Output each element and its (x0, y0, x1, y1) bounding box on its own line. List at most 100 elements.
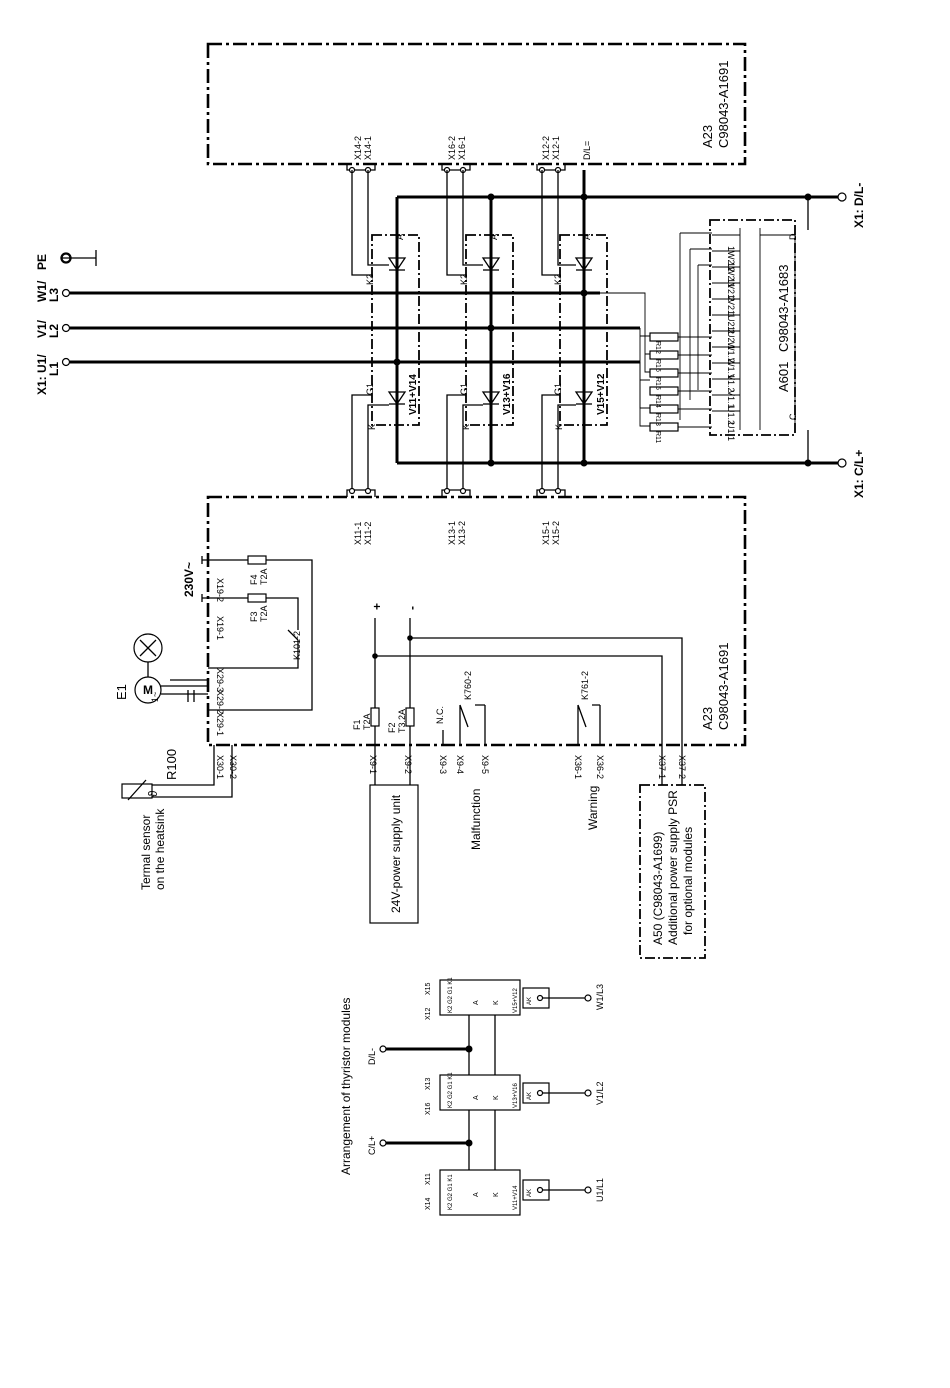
svg-text:U1.2: U1.2 (726, 406, 736, 425)
arrangement-title: Arrangement of thyristor modules (339, 998, 353, 1175)
pin-x19-2: X19-2 (215, 578, 225, 602)
fuse-f3-rating: T2A (259, 605, 269, 622)
arr-k-u: K (493, 1192, 500, 1197)
arr-pins-w: K2 G2 G1 K1 (448, 977, 454, 1013)
pin-x9-1: X9-1 (368, 755, 378, 774)
psu-24v: 24V-power supply unit (369, 784, 419, 924)
ground-icon (60, 250, 97, 266)
arr-ak-u: AK (527, 1189, 533, 1197)
svg-text:W1.2: W1.2 (726, 342, 736, 363)
a601-label: A601 (776, 362, 791, 392)
pin-x13-1: X13-1 (447, 521, 457, 545)
pin-x29-2: X29-2 (215, 690, 225, 714)
arr-module-u-name: V11+V14 (513, 1185, 519, 1210)
pin-x14-2: X14-2 (353, 136, 363, 160)
sensor-caption-1: Termal sensor (139, 815, 153, 890)
mains-v-label: V1/ (35, 319, 49, 338)
arr-phase-u: U1/L1 (595, 1178, 605, 1202)
fuse-f1: F1 (352, 719, 362, 730)
a601-terminal-c: C (788, 413, 798, 420)
sensor-r100-label: R100 (164, 749, 179, 780)
minus-label: - (405, 606, 419, 610)
arr-a-w: A (473, 1000, 480, 1005)
pin-x11-2: X11-2 (363, 522, 373, 545)
resistor-r14: R14 (654, 395, 661, 408)
thyristor-pin-labels: K2 K2 K2 G1 G1 G1 A A A K K K (365, 234, 592, 430)
resistor-r15: R15 (654, 377, 661, 390)
pin-x30-1: X30-1 (215, 755, 225, 779)
pin-k-3: K (554, 424, 564, 430)
label-a23-top-rotated: A23 (700, 125, 715, 148)
pin-x13-2: X13-2 (457, 521, 467, 545)
pin-dl: D/L= (582, 141, 592, 160)
fuse-f2-rating: T3.2A (397, 709, 407, 733)
arr-c-plus: C/L+ (367, 1136, 377, 1155)
pin-x9-2: X9-2 (403, 755, 413, 774)
arr-pins-v: K2 G2 G1 K1 (448, 1072, 454, 1108)
fuse-f4: F4 (249, 574, 259, 585)
arr-gate-w-1: X15 (425, 982, 432, 995)
pin-x12-2: X12-2 (541, 136, 551, 160)
label-a23-top-part-rotated: C98043-A1691 (716, 61, 731, 148)
arr-a-u: A (473, 1192, 480, 1197)
thyristor-module-2: V13+V16 (446, 170, 514, 490)
mains-v-label-2: L2 (47, 324, 61, 338)
pin-k2-2: K2 (459, 274, 469, 285)
pin-x15-2: X15-2 (551, 521, 561, 545)
label-a23-bottom-rotated: A23 (700, 707, 715, 730)
svg-text:1U2.2: 1U2.2 (726, 310, 736, 334)
svg-text:1U2.1: 1U2.1 (726, 326, 736, 350)
pin-x9-4: X9-4 (455, 755, 465, 774)
arr-d-minus: D/L- (367, 1048, 377, 1065)
resistor-r13: R13 (654, 413, 661, 426)
pin-x12-1: X12-1 (551, 136, 561, 160)
svg-text:W1.1: W1.1 (726, 358, 736, 379)
psu-24v-label: 24V-power supply unit (389, 794, 403, 913)
top-connectors: X14-2 X14-1 X16-2 X16-1 X12-2 X12-1 D/L= (346, 136, 592, 174)
dc-c-plus-label: X1: C/L+ (852, 450, 866, 498)
fuse-f4-rating: T2A (259, 568, 269, 585)
pin-k-1: K (367, 424, 377, 430)
mains-inputs: X1: U1/ L1 V1/ L2 W1/ L3 PE (35, 250, 640, 395)
svg-text:V1.1: V1.1 (726, 390, 736, 409)
svg-text:1W2.1: 1W2.1 (726, 262, 736, 288)
arr-phase-w: W1/L3 (595, 984, 605, 1010)
pin-g1-2: G1 (459, 383, 469, 395)
x19-fuses: 230V~ X19-2 X19-1 F4 T2A F3 T2A K101-2 (182, 555, 313, 711)
relay-k101-label: K101-2 (292, 631, 302, 660)
pin-x36-2: X36-2 (595, 755, 605, 779)
pin-g1-3: G1 (553, 383, 563, 395)
fan-motor-label: M (143, 683, 153, 697)
pin-g1-1: G1 (365, 383, 375, 395)
bottom-connectors: X11-1 X11-2 X13-1 X13-2 X15-1 X15-2 (346, 487, 566, 545)
plus-label: + (370, 603, 384, 610)
pin-x36-1: X36-1 (573, 755, 583, 779)
voltage-230-label: 230V~ (182, 562, 196, 597)
a50-line-2: Additional power supply PSR (666, 790, 680, 945)
pin-x29-1: X29-1 (215, 712, 225, 736)
arr-ak-w: AK (527, 997, 533, 1005)
thyristor-module-1: V11+V14 (351, 170, 420, 490)
nc-label: N.C. (435, 706, 445, 724)
sensor-theta-label: ϑ (146, 790, 160, 797)
board-a23-bottom (206, 495, 747, 747)
relay-k760-label: K760-2 (463, 671, 473, 700)
svg-text:1W2.2: 1W2.2 (726, 246, 736, 272)
arr-module-w-name: V15+V12 (513, 987, 519, 1013)
arr-gate-w-2: X12 (425, 1007, 432, 1020)
arr-gate-v-2: X16 (425, 1102, 432, 1115)
mains-u-label: X1: U1/ (35, 354, 49, 395)
a601-part-label: C98043-A1683 (776, 265, 791, 352)
pin-k-2: K (461, 424, 471, 430)
pe-label: PE (35, 254, 49, 270)
a50-box: A50 (C98043-A1699) Additional power supp… (639, 784, 706, 959)
rc-cap-labels: 1W2.2 1W2.1 1V2.2 1V2.1 1U2.2 1U2.1 W1.2… (726, 246, 736, 441)
pin-x29-3: X29-3 (215, 668, 225, 692)
pin-k2-1: K2 (365, 274, 375, 285)
supply-input: + - F1 T2A F2 T3.2A (352, 603, 683, 745)
thyristor-module-3: V15+V12 (541, 170, 608, 490)
board-a23-top (206, 42, 747, 166)
relay-k761-label: K761-2 (580, 671, 590, 700)
relay-contacts: N.C. K760-2 K761-2 (435, 671, 601, 745)
